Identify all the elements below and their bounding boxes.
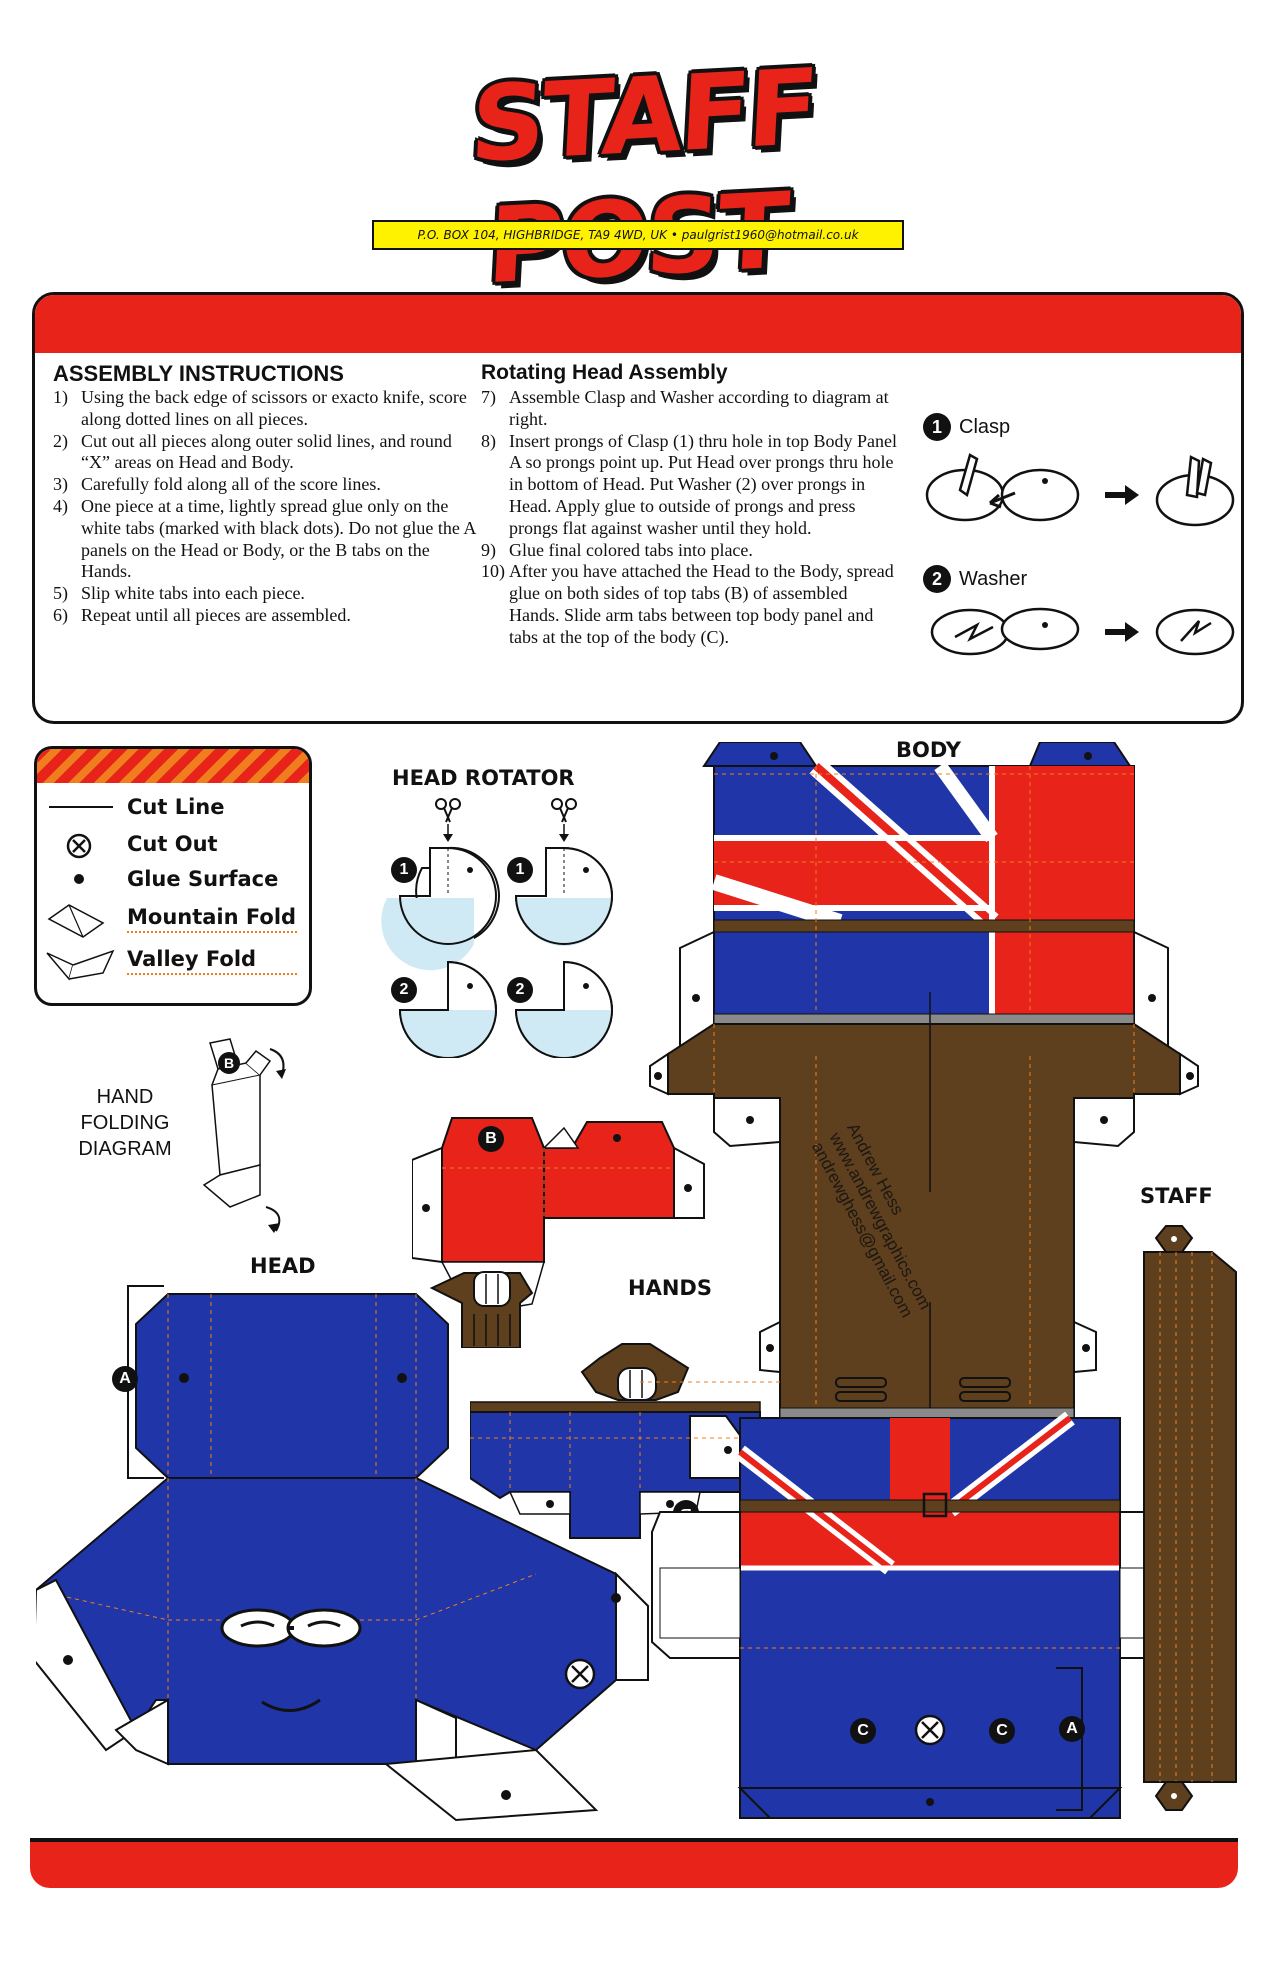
assembly-step: 3)Carefully fold along all of the score … — [53, 474, 381, 495]
rotating-step: 8)Insert prongs of Clasp (1) thru hole i… — [481, 430, 897, 538]
rotating-step: 10)After you have attached the Head to t… — [481, 561, 894, 647]
rotator-number-badge: 2 — [391, 977, 417, 1003]
panel-a-badge: A — [112, 1366, 138, 1392]
legend-item-mountain-fold: Mountain Fold — [37, 901, 309, 938]
legend-box: Cut Line Cut Out Glue Surface Mountain F… — [34, 746, 312, 1006]
step-number-badge: 1 — [923, 413, 951, 441]
staff-piece — [1143, 1225, 1237, 1811]
instructions-box: ASSEMBLY INSTRUCTIONS 1)Using the back e… — [32, 292, 1244, 724]
legend-item-glue-surface: Glue Surface — [37, 863, 309, 897]
mountain-fold-icon — [47, 904, 105, 938]
assembly-step: 2)Cut out all pieces along outer solid l… — [53, 430, 452, 473]
rotator-number-badge: 1 — [507, 857, 533, 883]
marker-c-badge: C — [989, 1718, 1015, 1744]
clasp-label: 1 Clasp — [923, 413, 1010, 441]
assembly-instructions-title: ASSEMBLY INSTRUCTIONS — [53, 361, 344, 386]
head-title: HEAD — [250, 1254, 316, 1278]
step-number-badge: 2 — [923, 565, 951, 593]
head-rotator-pieces — [381, 798, 613, 1058]
bottom-divider — [30, 1838, 1238, 1842]
solid-line-icon — [49, 806, 113, 808]
x-circle-icon — [66, 833, 92, 859]
rotating-step: 7)Assemble Clasp and Washer according to… — [481, 387, 889, 429]
mountain-fold-line — [127, 931, 297, 933]
dot-icon — [74, 874, 84, 884]
staff-post-logo: STAFF POST — [467, 45, 819, 307]
assembly-step: 4)One piece at a time, lightly spread gl… — [53, 495, 476, 582]
hand-piece-bottom — [470, 1343, 761, 1539]
bottom-band — [30, 1842, 1238, 1888]
washer-diagram — [930, 607, 1235, 656]
tab-b-badge: B — [478, 1126, 504, 1152]
head-rotator-title: HEAD ROTATOR — [392, 766, 575, 790]
assembly-step: 1)Using the back edge of scissors or exa… — [53, 387, 467, 429]
assembly-steps-list: 1)Using the back edge of scissors or exa… — [53, 387, 483, 627]
legend-stripe-band — [37, 749, 309, 783]
body-title: BODY — [896, 738, 961, 762]
assembly-step: 5)Slip white tabs into each piece. — [53, 583, 305, 604]
head-piece — [36, 1293, 650, 1822]
valley-fold-line — [127, 973, 297, 975]
body-piece — [640, 742, 1209, 1819]
legend-item-cut-out: Cut Out — [37, 828, 309, 862]
washer-label: 2 Washer — [923, 565, 1027, 593]
tab-b-badge: B — [218, 1052, 240, 1074]
instructions-header-band — [35, 295, 1241, 353]
address-banner: P.O. BOX 104, HIGHBRIDGE, TA9 4WD, UK • … — [372, 220, 904, 250]
staff-title: STAFF — [1140, 1184, 1213, 1208]
scissors-icon — [551, 798, 577, 842]
rotating-steps-list: 7)Assemble Clasp and Washer according to… — [481, 387, 901, 649]
rotating-head-title: Rotating Head Assembly — [481, 361, 728, 384]
legend-item-cut-line: Cut Line — [37, 791, 309, 825]
panel-a-badge: A — [1059, 1716, 1085, 1742]
hand-folding-diagram — [202, 1038, 286, 1233]
rotating-step: 9)Glue final colored tabs into place. — [481, 539, 753, 560]
panel-a-bracket — [1056, 1667, 1083, 1811]
hands-title: HANDS — [628, 1276, 712, 1300]
legend-item-valley-fold: Valley Fold — [37, 943, 309, 981]
valley-fold-icon — [46, 949, 115, 981]
rotator-number-badge: 1 — [391, 857, 417, 883]
clasp-diagram — [925, 453, 1235, 527]
hand-piece-top — [412, 1117, 705, 1348]
rotator-number-badge: 2 — [507, 977, 533, 1003]
marker-c-badge: C — [850, 1718, 876, 1744]
hand-folding-diagram-label: HAND FOLDING DIAGRAM — [78, 1086, 172, 1160]
assembly-step: 6)Repeat until all pieces are assembled. — [53, 604, 351, 625]
scissors-icon — [435, 798, 461, 842]
